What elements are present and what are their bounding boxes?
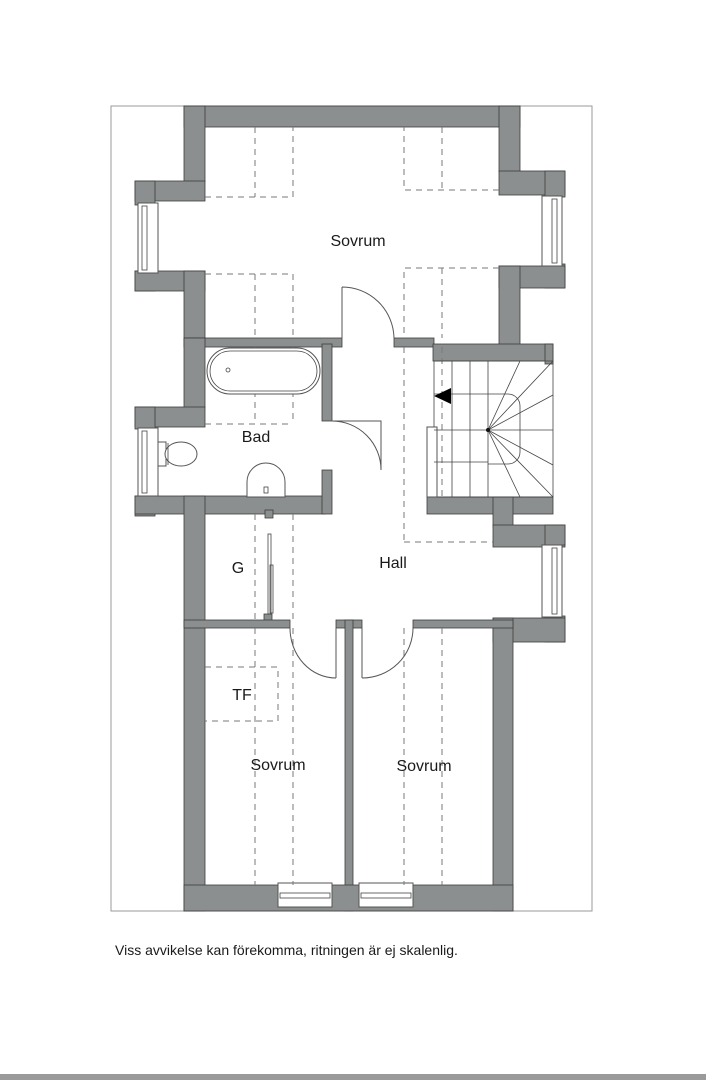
room-label-sovrum-top: Sovrum xyxy=(330,233,385,250)
sink-icon xyxy=(246,462,286,498)
bottom-bar xyxy=(0,1074,706,1080)
toilet-icon xyxy=(157,441,198,467)
doors xyxy=(267,286,414,679)
staircase-icon xyxy=(426,360,554,498)
disclaimer-text: Viss avvikelse kan förekomma, ritningen … xyxy=(115,942,458,958)
stair-direction-arrow-icon xyxy=(434,388,451,404)
bathtub-icon xyxy=(206,347,321,395)
room-label-sovrum-bottom-left: Sovrum xyxy=(250,757,305,774)
walls xyxy=(134,105,566,912)
windows xyxy=(137,195,563,908)
room-label-g: G xyxy=(232,560,244,577)
room-label-tf: TF xyxy=(232,687,252,704)
room-label-sovrum-bottom-right: Sovrum xyxy=(396,758,451,775)
room-label-bad: Bad xyxy=(242,429,270,446)
room-label-hall: Hall xyxy=(379,555,407,572)
